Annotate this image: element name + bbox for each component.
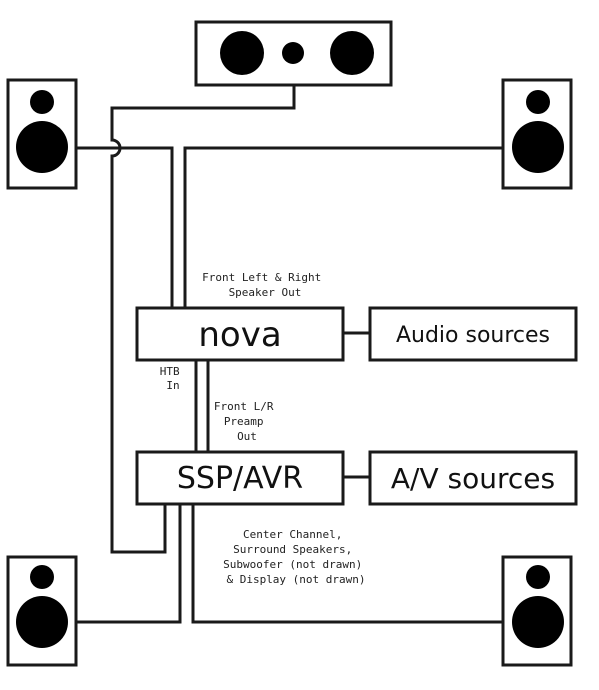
- svg-text:Front L/R Preamp O: Front L/R Preamp Out: [214, 400, 280, 443]
- ssp-avr-box: SSP/AVR: [135, 450, 345, 506]
- htb-in-note: HTB In: [160, 365, 187, 392]
- front-lr-speaker-out-note: Front Left & Right Speaker Out: [202, 271, 328, 299]
- note-line: HTB: [160, 365, 180, 378]
- front-left-speaker-icon: [6, 78, 78, 190]
- center-channel-speaker-icon: [194, 20, 393, 87]
- surround-right-wire: [191, 504, 503, 624]
- audio-sources-box: Audio sources: [368, 306, 578, 362]
- note-line: Front Left & Right: [202, 271, 321, 284]
- svg-text:HTB In: HTB In: [160, 365, 187, 392]
- note-line: Surround Speakers,: [233, 543, 352, 556]
- audio-sources-label: Audio sources: [396, 323, 550, 348]
- ssp-avr-label: SSP/AVR: [177, 461, 303, 496]
- note-line: Center Channel,: [243, 528, 342, 541]
- note-line: Front L/R: [214, 400, 274, 413]
- surround-left-speaker-icon: [6, 555, 78, 667]
- nova-label: nova: [198, 315, 281, 355]
- note-line: In: [166, 379, 179, 392]
- svg-text:Front Left & Right Speak: Front Left & Right Speaker Out: [202, 271, 328, 299]
- note-line: Preamp: [224, 415, 264, 428]
- note-line: Subwoofer (not drawn): [223, 558, 362, 571]
- note-line: Out: [237, 430, 257, 443]
- av-sources-box: A/V sources: [368, 450, 578, 506]
- wiring: [76, 85, 503, 624]
- front-right-speaker-icon: [501, 78, 573, 190]
- front-right-speaker-wire: [183, 146, 503, 308]
- surround-left-wire: [76, 504, 182, 624]
- front-lr-preamp-out-note: Front L/R Preamp Out: [214, 400, 280, 443]
- nova-box: nova: [135, 306, 345, 362]
- center-surround-note: Center Channel, Surround Speakers, Subwo…: [223, 528, 369, 586]
- note-line: Speaker Out: [229, 286, 302, 299]
- svg-text:Center Channel, Surround: Center Channel, Surround Speakers, Subwo…: [223, 528, 369, 586]
- surround-right-speaker-icon: [501, 555, 573, 667]
- note-line: & Display (not drawn): [226, 573, 365, 586]
- av-sources-label: A/V sources: [391, 462, 555, 495]
- front-left-speaker-wire: [76, 146, 174, 308]
